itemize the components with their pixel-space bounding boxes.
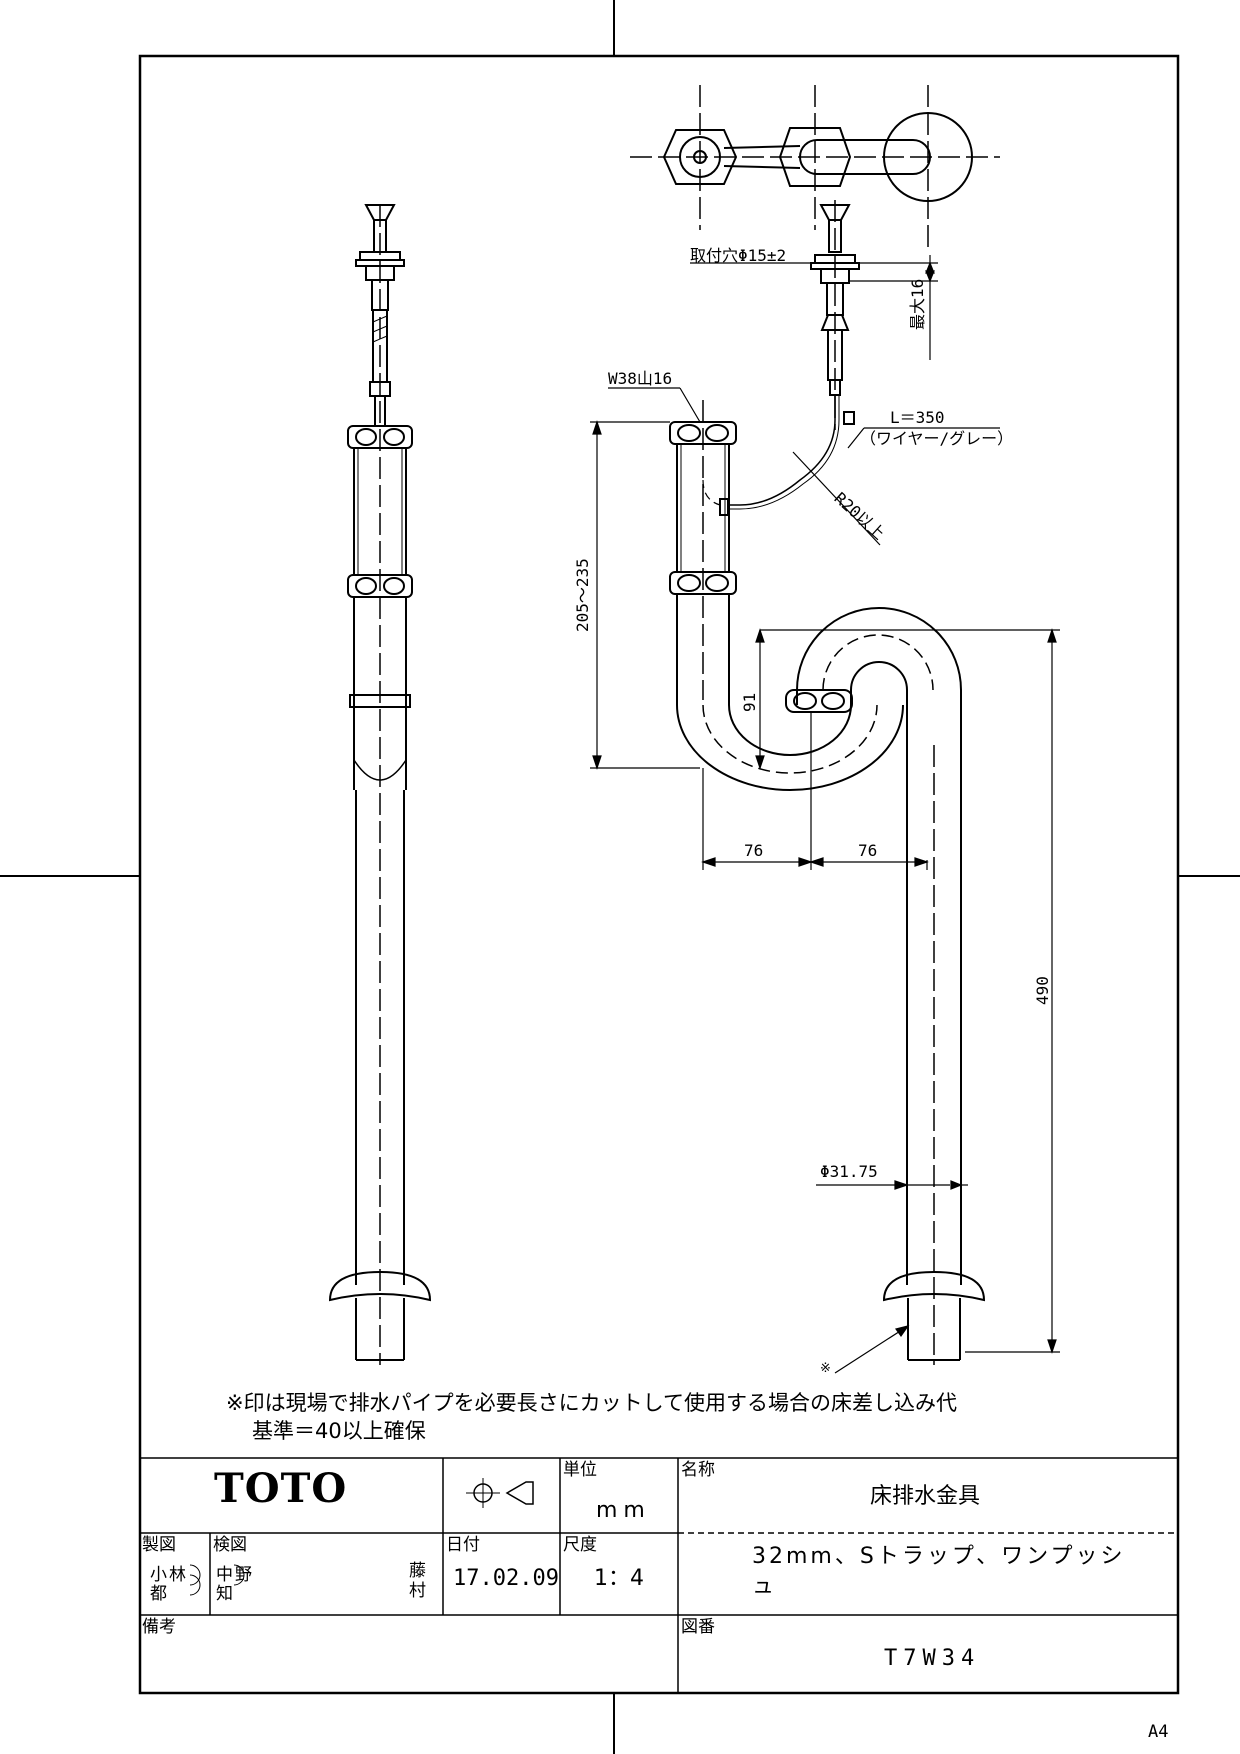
d76a-dimension-label: 76 [744,841,764,860]
cut-note-line2: 基準＝40以上確保 [252,1419,426,1443]
unit-value: mm [596,1498,651,1523]
plan-view [630,85,1000,250]
wire-length-label: L＝350 [890,408,945,427]
side-view [328,204,432,1365]
cut-note-line1: ※印は現場で排水パイプを必要長さにカットして使用する場合の床差し込み代 [226,1391,957,1415]
wire-desc-label: （ワイヤー/グレー） [860,429,1014,448]
thread-dimension-label: W38山16 [608,369,673,388]
dimension-lines [590,255,1060,1374]
front-view [669,200,986,1365]
paper-size-label: A4 [1148,1722,1169,1742]
max16-dimension-label: 最大16 [908,278,927,330]
d490-dimension-label: 490 [1033,976,1052,1005]
diameter-dimension-label: Φ31.75 [820,1162,878,1181]
approved-stamp: 藤村 [409,1561,426,1601]
spec-line1: 32mm、Sトラップ、ワンプッシ [752,1544,1126,1569]
d91-dimension-label: 91 [740,692,759,712]
remarks-label: 備考 [142,1617,176,1637]
name-value: 床排水金具 [870,1484,981,1509]
date-value: 17.02.09 [453,1566,559,1591]
drawing-frame [138,54,1180,1695]
unit-label: 単位 [563,1460,597,1480]
star-marker: ※ [820,1361,831,1376]
scale-label: 尺度 [563,1535,597,1555]
spec-line2: ュ [752,1574,775,1599]
date-label: 日付 [446,1535,480,1555]
adjust-dimension-label: 205〜235 [573,558,592,632]
drawn-stamp: 小林都 [150,1565,188,1604]
toto-logo: TOTO [214,1465,348,1512]
checked-stamp: 中野知 [216,1565,254,1604]
drawing-no-value: T7W34 [884,1646,981,1671]
name-label: 名称 [681,1460,715,1480]
d76b-dimension-label: 76 [858,841,878,860]
scale-value: 1：4 [594,1566,644,1591]
title-block-grid [140,1457,1178,1693]
hole-dimension-label: 取付穴Φ15±2 [690,246,787,265]
drawn-label: 製図 [142,1535,176,1555]
checked-label: 検図 [213,1535,247,1555]
drawing-no-label: 図番 [681,1617,715,1637]
